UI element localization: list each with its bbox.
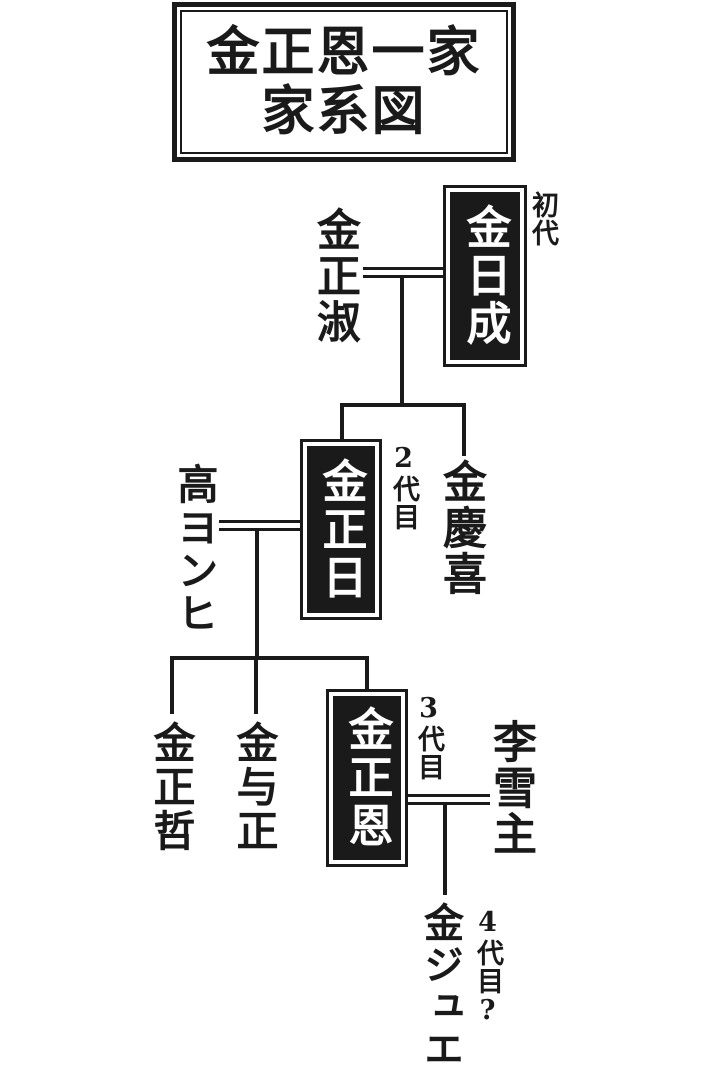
sibling-rail-gen3 xyxy=(170,656,369,660)
descent-line-gen3 xyxy=(443,804,447,895)
leader-box-kim-il-sung-fill: 金日成 xyxy=(450,192,520,360)
leader-box-kim-il-sung: 金日成 xyxy=(443,185,527,367)
branch-to-kim-jong-un xyxy=(365,656,369,692)
branch-to-kim-jong-il xyxy=(340,403,344,443)
title-box: 金正恩一家 家系図 xyxy=(172,2,516,162)
generation-label-4: 4代目? xyxy=(472,907,503,1027)
name-kim-yo-jong: 金与正 xyxy=(230,721,279,853)
sibling-rail-gen2 xyxy=(340,403,466,407)
leader-box-kim-jong-un-fill: 金正恩 xyxy=(333,696,401,860)
name-kim-jong-suk: 金正淑 xyxy=(309,207,360,345)
title-box-inner: 金正恩一家 家系図 xyxy=(180,10,508,154)
name-ri-sol-ju: 李雪主 xyxy=(485,719,536,857)
name-kim-jong-un: 金正恩 xyxy=(340,706,394,850)
leader-box-kim-jong-un: 金正恩 xyxy=(326,689,408,867)
marriage-line-gen2 xyxy=(219,520,302,531)
leader-box-kim-jong-il: 金正日 xyxy=(300,439,382,620)
name-kim-ju-ae: 金ジュエ xyxy=(417,902,464,1070)
diagram-title-line1: 金正恩一家 xyxy=(206,20,482,83)
leader-box-kim-jong-il-fill: 金正日 xyxy=(307,446,375,613)
branch-to-kim-yo-jong xyxy=(254,656,258,714)
name-kim-jong-chol: 金正哲 xyxy=(147,721,196,853)
name-kim-kyong-hui: 金慶喜 xyxy=(435,459,486,597)
marriage-line-gen3 xyxy=(406,794,490,805)
generation-label-2: 2代目 xyxy=(388,443,419,531)
branch-to-kim-kyong-hui xyxy=(462,403,466,456)
generation-label-3: 3代目 xyxy=(413,693,444,781)
diagram-title-line2: 家系図 xyxy=(261,80,427,142)
descent-line-gen2 xyxy=(255,529,259,660)
descent-line-gen1 xyxy=(400,276,404,407)
branch-to-kim-jong-chol xyxy=(170,656,174,714)
name-kim-jong-il: 金正日 xyxy=(314,457,368,602)
name-kim-il-sung: 金日成 xyxy=(458,204,512,348)
name-ko-yong-hui: 高ヨンヒ xyxy=(170,463,218,635)
generation-label-1: 初代 xyxy=(527,191,558,247)
